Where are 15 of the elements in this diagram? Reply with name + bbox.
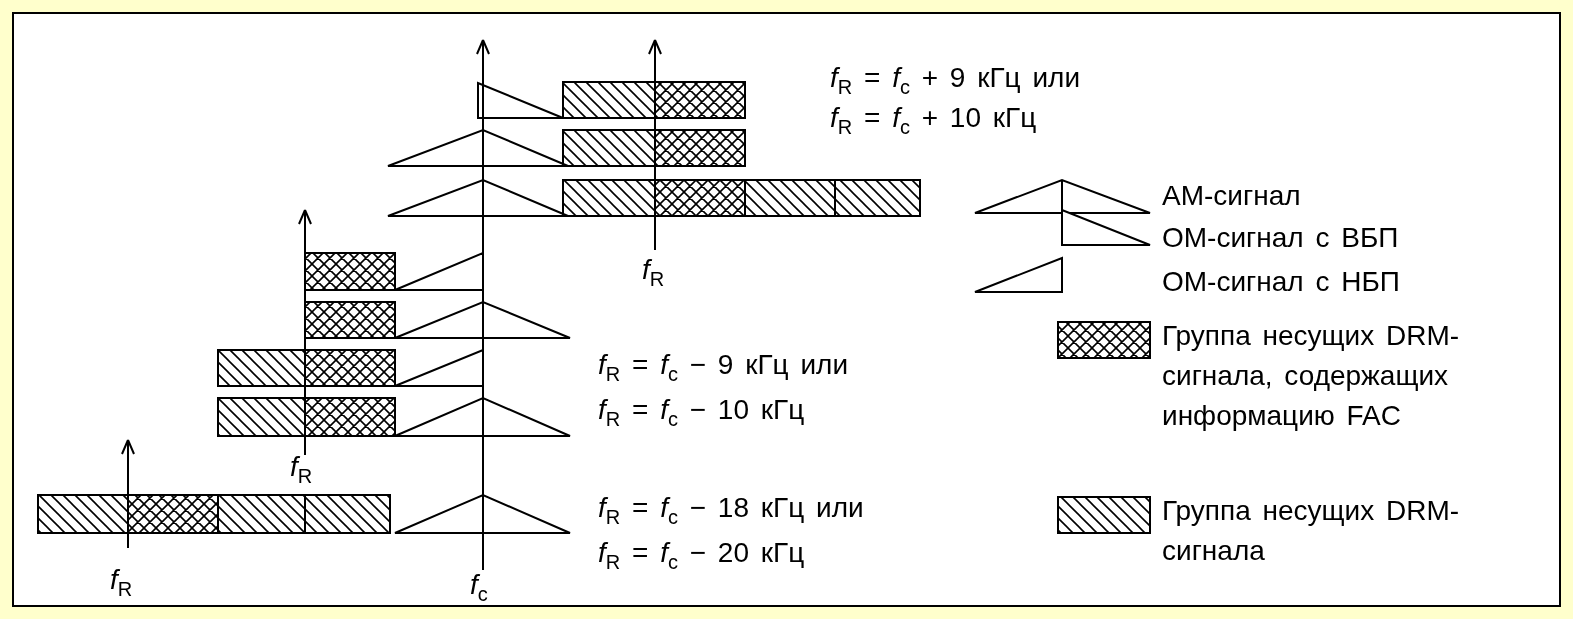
legend-label: ОМ-сигнал с ВБП (1162, 221, 1400, 255)
formula-label: f$_{R}$ = f$_{c}$ − 20 кГц (598, 536, 805, 575)
formula-label: f$_{R}$ = f$_{c}$ − 9 кГц или (598, 348, 849, 387)
frequency-label: f$_{R}$ (110, 563, 133, 602)
legend-label: Группа несущих DRM-сигнала, содержащих информацию FAC (1162, 319, 1461, 433)
legend-label: Группа несущих DRM-сигнала (1162, 494, 1461, 568)
formula-label: f$_{R}$ = f$_{c}$ − 18 кГц или (598, 491, 864, 530)
frequency-label: f$_{R}$ (290, 450, 313, 489)
frequency-label: f$_{R}$ (642, 253, 665, 292)
formula-label: f$_{R}$ = f$_{c}$ + 9 кГц или (830, 61, 1081, 100)
frequency-label: f$_{c}$ (470, 568, 488, 607)
legend-label: АМ-сигнал (1162, 179, 1302, 213)
formula-label: f$_{R}$ = f$_{c}$ + 10 кГц (830, 101, 1037, 140)
legend-label: ОМ-сигнал с НБП (1162, 265, 1401, 299)
formula-label: f$_{R}$ = f$_{c}$ − 10 кГц (598, 393, 805, 432)
